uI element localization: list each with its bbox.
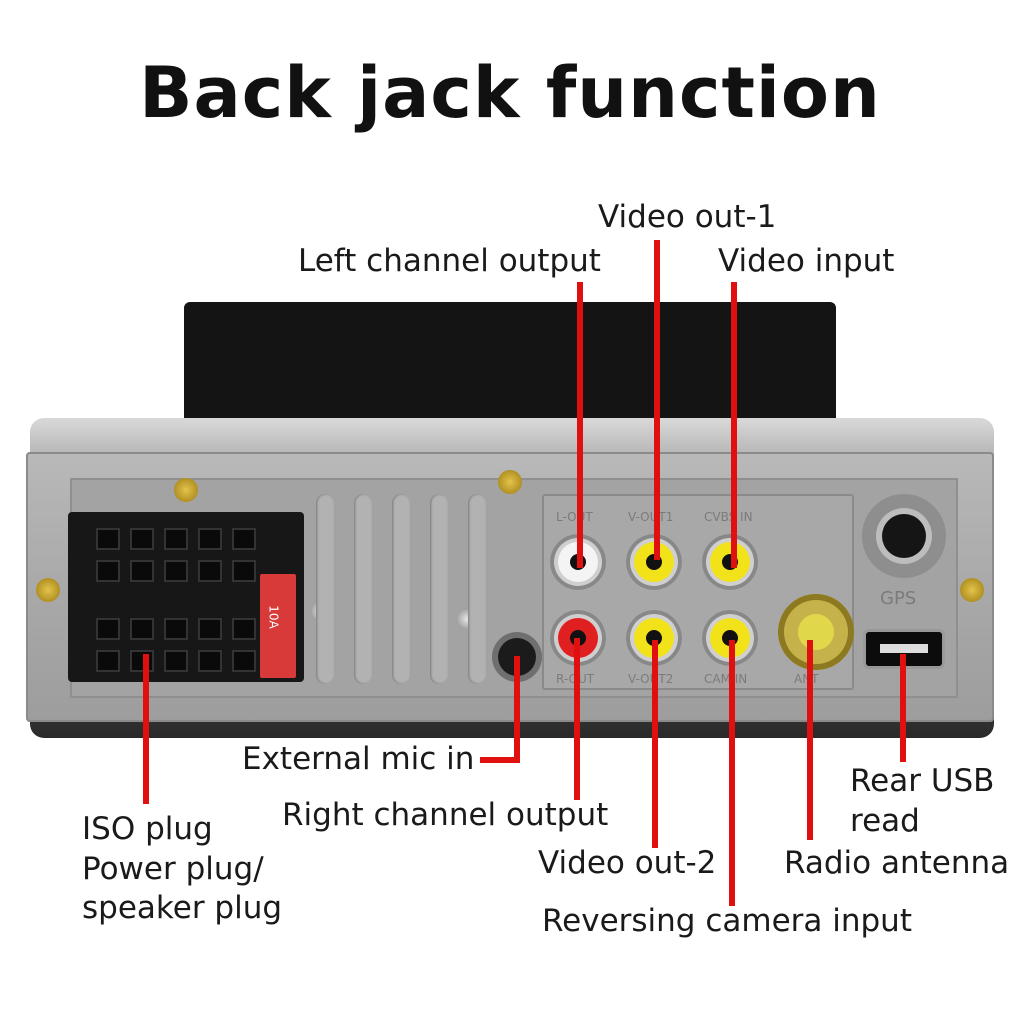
iso-pin-cell <box>96 650 120 672</box>
label-rear-usb-line2: read <box>850 802 920 839</box>
gps-port <box>882 514 926 558</box>
label-radio-antenna: Radio antenna <box>784 845 1010 881</box>
leader-line-mic-h <box>480 757 520 763</box>
iso-pin-cell <box>96 528 120 550</box>
iso-pin-cell <box>232 650 256 672</box>
leader-line-video-out-2 <box>652 640 658 848</box>
rca-jack-cvbs-in <box>702 534 758 590</box>
mount-screw-right <box>960 578 984 602</box>
leader-line-reversing-cam <box>729 640 735 906</box>
iso-pin-cell <box>164 650 188 672</box>
chassis-top-housing <box>184 302 836 426</box>
mark-v-out2: V-OUT2 <box>628 672 674 686</box>
iso-pin-cell <box>198 650 222 672</box>
panel-screw-top-mid <box>498 470 522 494</box>
iso-pin-cell <box>130 618 154 640</box>
rca-jack-v-out1 <box>626 534 682 590</box>
page-title: Back jack function <box>139 52 881 134</box>
leader-line-left-channel <box>577 282 583 568</box>
iso-pin-cell <box>198 528 222 550</box>
label-iso-plug: ISO plug Power plug/ speaker plug <box>82 811 322 927</box>
usb-port-tongue <box>880 644 928 653</box>
iso-pin-cell <box>96 560 120 582</box>
iso-pin-cell <box>130 528 154 550</box>
mark-v-out1: V-OUT1 <box>628 510 674 524</box>
vent-slot <box>354 494 372 684</box>
panel-screw-top-left <box>174 478 198 502</box>
label-video-out-2: Video out-2 <box>538 845 717 881</box>
label-iso-plug-line1: ISO plug <box>82 811 213 847</box>
iso-pin-cell <box>130 560 154 582</box>
vent-slot <box>392 494 410 684</box>
iso-pin-cell <box>164 560 188 582</box>
label-rear-usb: Rear USB read <box>850 763 1018 839</box>
fuse-mark: 10A <box>266 605 281 629</box>
label-video-input: Video input <box>718 243 895 279</box>
vent-slot <box>468 494 486 684</box>
label-left-channel-output: Left channel output <box>298 243 601 279</box>
mark-gps: GPS <box>880 588 917 609</box>
iso-pin-cell <box>232 618 256 640</box>
label-external-mic-in: External mic in <box>242 741 475 777</box>
fuse <box>260 574 296 678</box>
mark-cvbs-in: CVBS IN <box>704 510 753 524</box>
label-iso-plug-line2: Power plug/ <box>82 850 264 887</box>
vent-slot <box>316 494 334 684</box>
vent-slot <box>430 494 448 684</box>
label-reversing-camera-input: Reversing camera input <box>542 903 912 939</box>
iso-pin-cell <box>232 528 256 550</box>
mark-cam-in: CAM IN <box>704 672 748 686</box>
antenna-jack-center <box>798 614 834 650</box>
label-iso-plug-line3: speaker plug <box>82 890 283 927</box>
iso-pin-cell <box>164 528 188 550</box>
leader-line-iso <box>143 654 149 804</box>
mount-screw-left <box>36 578 60 602</box>
label-right-channel-output: Right channel output <box>282 797 609 833</box>
iso-pin-cell <box>232 560 256 582</box>
leader-line-video-out-1 <box>654 240 660 560</box>
iso-pin-cell <box>198 560 222 582</box>
iso-pin-cell <box>164 618 188 640</box>
label-rear-usb-line1: Rear USB <box>850 763 995 799</box>
iso-pin-cell <box>130 650 154 672</box>
iso-pin-cell <box>198 618 222 640</box>
mark-l-out: L-OUT <box>556 510 593 524</box>
iso-pin-cell <box>96 618 120 640</box>
label-video-out-1: Video out-1 <box>598 199 777 235</box>
leader-line-mic-v <box>514 656 520 763</box>
leader-line-rear-usb <box>900 654 906 762</box>
leader-line-radio-antenna <box>807 640 813 840</box>
leader-line-right-channel <box>574 638 580 800</box>
leader-line-video-input <box>731 282 737 568</box>
